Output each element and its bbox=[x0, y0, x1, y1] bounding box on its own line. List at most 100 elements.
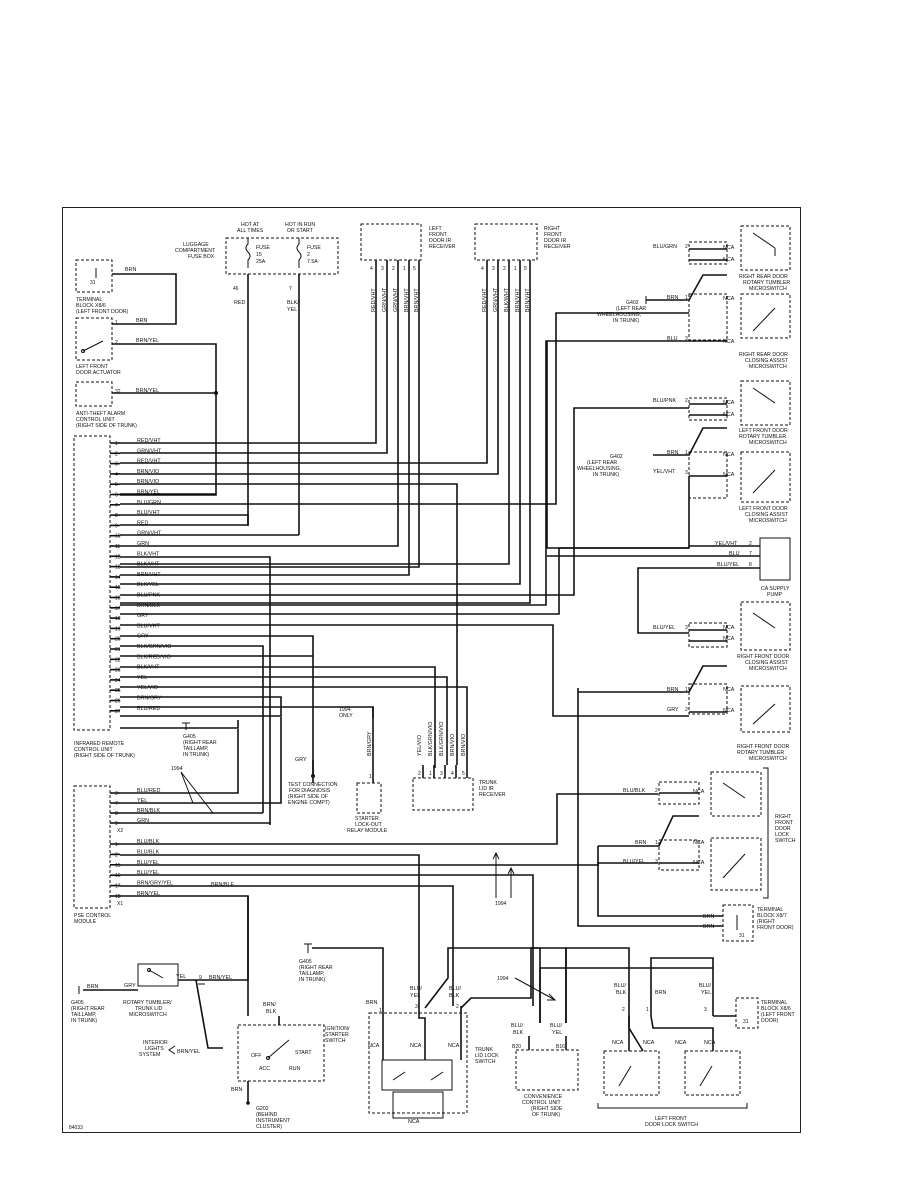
lf-nca-3: NCA bbox=[723, 452, 735, 458]
lir-t3: DOOR IR bbox=[429, 238, 451, 244]
alarm-label-3: (RIGHT SIDE OF TRUNK) bbox=[76, 423, 137, 429]
ir-row-wire-label: YEL bbox=[137, 675, 147, 681]
trunk-lid-lock-switch: 1 3 2 BRN BLU/ YEL BLU/ BLK NCA NCA NCA … bbox=[366, 986, 499, 1125]
rfl-label-1: RIGHT bbox=[775, 814, 792, 820]
ir-row-pin: 14 bbox=[115, 575, 121, 581]
tbr-wire-1: BRN bbox=[703, 914, 714, 920]
ir-row-wire-label: RED/VHT bbox=[137, 459, 161, 465]
rf-nca-3: NCA bbox=[723, 687, 735, 693]
g405a-1: G405 bbox=[183, 734, 196, 740]
fuse2-1: FUSE bbox=[307, 245, 321, 251]
cc-pin-b20: B20 bbox=[512, 1044, 521, 1050]
ir-row-pin: 24 bbox=[115, 678, 121, 684]
ign-label-1: IGNITION/ bbox=[325, 1026, 350, 1032]
ir-row-pin: 17 bbox=[115, 606, 121, 612]
lf-tumbler-3: MICROSWITCH bbox=[749, 440, 787, 446]
rfl-wire-2: BRN bbox=[635, 840, 646, 846]
rr-wire-1: BLU/GRN bbox=[653, 244, 677, 250]
ir-row-pin: 18 bbox=[115, 616, 121, 622]
trunk-lid-ir-receiver: 2 1 3 4 5 YEL/VIO BLK/GRN/VIO BLK/GRN/VI… bbox=[412, 722, 506, 811]
g405b-3: TAILLAMP, bbox=[299, 971, 324, 977]
interior-lights-arrow bbox=[168, 1045, 176, 1055]
rr-pin-2: 2 bbox=[685, 244, 688, 250]
ign-label-2: STARTER bbox=[325, 1032, 349, 1038]
rfl-pin-1: 1 bbox=[655, 840, 658, 846]
starter-label-2: LOCK-OUT bbox=[355, 822, 383, 828]
pse-x1-row-pin: 1 bbox=[115, 842, 118, 848]
tir-wire-5: BRN/VIO bbox=[461, 734, 467, 756]
year-1994-conv: 1994 bbox=[497, 976, 509, 982]
int-lights-wire: BRN/YEL bbox=[177, 1049, 200, 1055]
lfl-pin-3: 3 bbox=[704, 1007, 707, 1013]
left-front-door-lock-switch: BLU/ BLK BRN BLU/ YEL 2 1 3 NCA NCA NCA … bbox=[603, 983, 741, 1128]
g405-ground-left: G405 (RIGHT REAR TAILLAMP, IN TRUNK) bbox=[71, 1000, 105, 1024]
test-conn-2: FOR DIAGNOSIS bbox=[289, 788, 331, 794]
ir-row-wire-label: BLU/GRN bbox=[137, 500, 161, 506]
test-conn-3: (RIGHT SIDE OF bbox=[288, 794, 328, 800]
rt-wire-brn: BRN bbox=[87, 984, 98, 990]
rr-nca-4: NCA bbox=[723, 339, 735, 345]
tl-wire-brn: BRN bbox=[366, 1000, 377, 1006]
tl-label-1: TRUNK bbox=[475, 1047, 493, 1053]
rir-t2: FRONT bbox=[544, 232, 563, 238]
lf-g402-2: (LEFT REAR bbox=[587, 460, 617, 466]
alarm-wire: BRN/YEL bbox=[136, 388, 159, 394]
ir-row-pin: 3 bbox=[115, 462, 118, 468]
g405a-3: TAILLAMP, bbox=[183, 746, 208, 752]
ign-off: OFF bbox=[251, 1053, 261, 1059]
lir-t1: LEFT bbox=[429, 226, 443, 232]
rt-pin: 9 bbox=[199, 975, 202, 981]
ir-row-pin: 8 bbox=[115, 513, 118, 519]
cc-wire-1b: BLK bbox=[513, 1030, 524, 1036]
g202-3: INSTRUMENT bbox=[256, 1118, 291, 1124]
rf-pin-2: 2 bbox=[685, 707, 688, 713]
fuse-pin-b: 7 bbox=[289, 286, 292, 292]
pse-x1-row-pin: 18 bbox=[115, 894, 121, 900]
ign-label-3: SWITCH bbox=[325, 1038, 346, 1044]
ir-row-wire-label: BRN/YEL bbox=[137, 490, 160, 496]
rf-closing-2: CLOSING ASSIST bbox=[745, 660, 789, 666]
ir-row-wire-label: BLU/RED bbox=[137, 706, 160, 712]
year-1994-pse: 1994 bbox=[495, 901, 507, 907]
tb-left-wire: BRN bbox=[125, 267, 136, 273]
tbr-wire-2: BRN bbox=[703, 924, 714, 930]
ir-row-wire-label: BRN/VIO bbox=[137, 479, 159, 485]
ir-row-pin: 9 bbox=[115, 523, 118, 529]
cc-wire-2a: BLU/ bbox=[550, 1023, 562, 1029]
pse-x2-row-pin: 9 bbox=[115, 821, 118, 827]
ignition-starter-switch: BRN/ BLK OFF ACC START RUN IGNITION/ STA… bbox=[237, 1002, 350, 1082]
only-1994-2: ONLY bbox=[339, 713, 353, 719]
pse-x1-row-wire-label: BLU/BLK bbox=[137, 849, 160, 855]
g202-1: G202 bbox=[256, 1106, 269, 1112]
rf-closing-3: MICROSWITCH bbox=[749, 666, 787, 672]
starter-label-1: STARTER bbox=[355, 816, 379, 822]
tl-wire-bluyel-1: BLU/ bbox=[410, 986, 422, 992]
ir-row-wire-label: RED bbox=[137, 520, 148, 526]
tbr-label-3: (RIGHT bbox=[757, 919, 776, 925]
hot-all-1: HOT AT bbox=[241, 222, 260, 228]
left-front-door-switches: BLU/PNK BRN YEL/VHT 2 1 3 NCA NCA NCA NC… bbox=[577, 380, 791, 524]
fuse15-1: FUSE bbox=[256, 245, 270, 251]
fuse2-2: 2 bbox=[307, 252, 310, 258]
rf-wire-2: BRN bbox=[667, 687, 678, 693]
fuse2-3: 7.5A bbox=[307, 259, 318, 265]
rf-nca-2: NCA bbox=[723, 636, 735, 642]
tl-wire-blublk-1: BLU/ bbox=[449, 986, 461, 992]
g202-4: CLUSTER) bbox=[256, 1124, 282, 1130]
g202-2: (BEHIND bbox=[256, 1112, 278, 1118]
tl-nca-1: NCA bbox=[368, 1043, 380, 1049]
ir-row-pin: 6 bbox=[115, 493, 118, 499]
tir-pin-1: 2 bbox=[418, 771, 421, 777]
test-conn-wire: GRY bbox=[295, 757, 307, 763]
tbl2-label-1: TERMINAL bbox=[761, 1000, 787, 1006]
rr-tumbler-1: RIGHT REAR DOOR bbox=[739, 274, 788, 280]
test-connection: GRY TEST CONNECTION FOR DIAGNOSIS (RIGHT… bbox=[288, 757, 338, 806]
lf-wire-3: YEL/VHT bbox=[653, 469, 676, 475]
rir-pin-4: 4 bbox=[481, 266, 484, 272]
lir-pin-4: 4 bbox=[370, 266, 373, 272]
terminal-block-left-door-bottom: 31 TERMINAL BLOCK X8/6 (LEFT FRONT DOOR) bbox=[735, 997, 795, 1029]
rr-nca-1: NCA bbox=[723, 245, 735, 251]
irc-label-3: (RIGHT SIDE OF TRUNK) bbox=[74, 753, 135, 759]
tbr-pin: 31 bbox=[739, 933, 745, 939]
